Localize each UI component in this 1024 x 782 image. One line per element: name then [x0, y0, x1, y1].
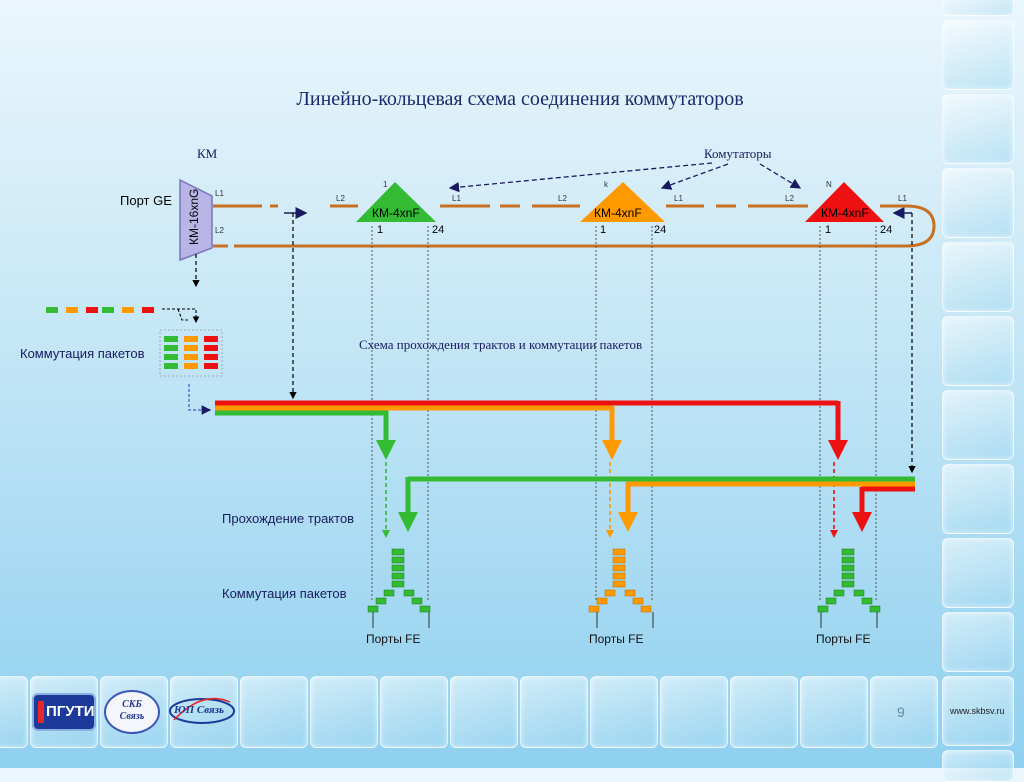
km16-l1: L1 — [215, 189, 224, 198]
website-url: www.skbsv.ru — [950, 706, 1005, 716]
switch-k-port-b: 24 — [654, 224, 667, 236]
yup-svyaz-logo: ЮП Связь — [168, 694, 236, 728]
switch-k-l1: L1 — [674, 194, 683, 203]
port-drop-lines — [371, 226, 877, 600]
switches-pointer-arrows — [448, 162, 802, 193]
switch-n-name: КМ-4xnF — [821, 206, 869, 220]
yup-svyaz-logo-ellipse — [169, 697, 235, 724]
switch-n-l2: L2 — [785, 194, 794, 203]
switch-n-port-a: 1 — [825, 224, 832, 236]
port-ge-label: Порт GE — [120, 193, 172, 208]
switch-k-name: КМ-4xnF — [594, 206, 642, 220]
packet-flow-connectors — [162, 308, 200, 324]
sorted-packets — [159, 329, 223, 377]
km16-l2: L2 — [215, 226, 224, 235]
pguti-logo: ПГУТИ — [32, 693, 96, 731]
colored-dashed-arrows — [385, 462, 835, 530]
switch-k-shape — [580, 182, 665, 222]
switch-n-l1: L1 — [898, 194, 907, 203]
ring-lines — [213, 204, 936, 248]
switch-n-ports-label: Порты FE — [816, 632, 871, 646]
page-number: 9 — [897, 704, 905, 720]
port-ticks — [372, 612, 878, 628]
switch-k-l2: L2 — [558, 194, 567, 203]
yup-svyaz-logo-text: ЮП Связь — [174, 704, 225, 716]
switch-n-shape — [805, 182, 884, 222]
switch-1-name: КМ-4xnF — [372, 206, 420, 220]
skb-svyaz-logo: СКБ Связь — [104, 690, 160, 734]
tract-bus-bottom — [405, 476, 915, 514]
switch-n-port-b: 24 — [880, 224, 893, 236]
packet-switching-bottom-label: Коммутация пакетов — [222, 586, 347, 601]
skb-svyaz-logo-text: СКБ Связь — [119, 699, 145, 722]
arrow-red-down-2 — [852, 512, 872, 532]
arrow-green-down-1 — [376, 440, 396, 460]
ring-diagram — [46, 162, 936, 628]
switch-n-index: N — [826, 180, 832, 189]
diagram-subtitle: Схема прохождения трактов и коммутации п… — [359, 337, 643, 352]
km16-switch — [179, 178, 213, 262]
arrow-orange-down-2 — [618, 512, 638, 532]
path-passing-label: Прохождение трактов — [222, 511, 355, 526]
slide-title: Линейно-кольцевая схема соединения комму… — [296, 88, 744, 110]
packet-switching-left-label: Коммутация пакетов — [20, 346, 145, 361]
km16-name: КМ-16xnG — [187, 188, 201, 245]
switch-1-index: 1 — [383, 180, 388, 189]
switch-k-ports-label: Порты FE — [589, 632, 644, 646]
switch-1-port-b: 24 — [432, 224, 445, 236]
switch-1-l1: L1 — [452, 194, 461, 203]
blue-dashed-connector — [188, 384, 212, 415]
fanout-tree-k — [588, 548, 652, 613]
switch-k-index: k — [604, 180, 608, 189]
tract-bus-top — [215, 400, 841, 443]
arrow-orange-down-1 — [602, 440, 622, 460]
switches-label: Комутаторы — [704, 146, 772, 161]
arrow-green-down-2 — [398, 512, 418, 532]
switch-1-port-a: 1 — [377, 224, 384, 236]
switch-1-l2: L2 — [336, 194, 345, 203]
switch-k-port-a: 1 — [600, 224, 607, 236]
incoming-packets-row — [46, 307, 154, 313]
fanout-tree-1 — [367, 548, 431, 613]
switch-1-shape — [356, 182, 436, 222]
fanout-tree-n — [817, 548, 881, 613]
km-label: КМ — [197, 146, 218, 161]
pguti-logo-text: ПГУТИ — [46, 703, 95, 720]
switch-1-ports-label: Порты FE — [366, 632, 421, 646]
arrow-red-down-1 — [828, 440, 848, 460]
vertical-dashed-connectors — [192, 213, 916, 474]
